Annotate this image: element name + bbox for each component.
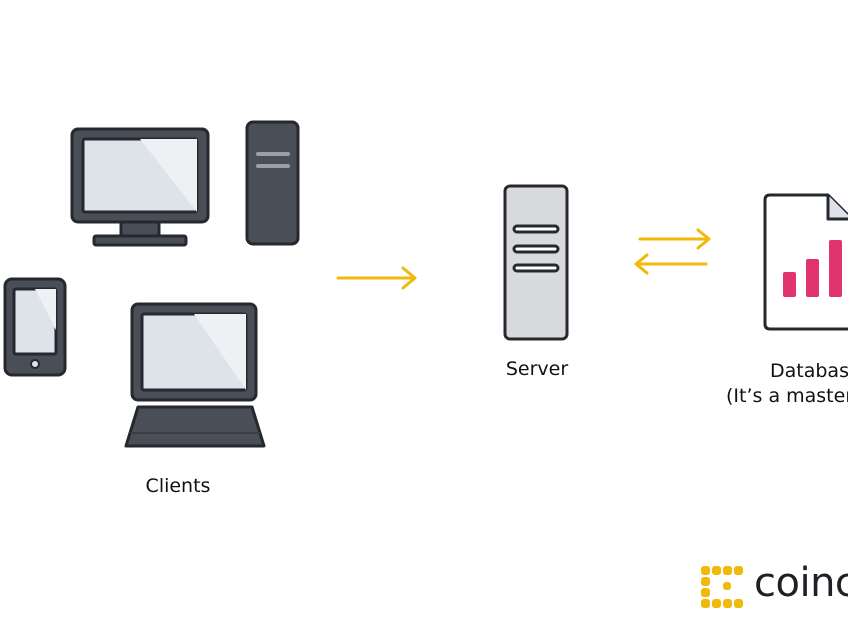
server-label: Server <box>505 358 569 380</box>
arrow-server-to-database <box>638 228 711 250</box>
clients-label: Clients <box>145 475 211 497</box>
server-icon <box>503 184 569 341</box>
brand-wordmark: coinc <box>754 560 848 606</box>
database-label: Databas <box>770 360 848 382</box>
desktop-monitor-icon <box>70 127 210 247</box>
database-sublabel: (It’s a master <box>726 385 848 407</box>
arrow-clients-to-server <box>336 266 417 290</box>
phone-icon <box>3 277 67 377</box>
laptop-icon <box>124 302 266 448</box>
brand-logo-icon <box>701 566 743 608</box>
arrow-database-to-server <box>634 253 708 275</box>
database-document-icon <box>763 193 848 331</box>
tower-pc-icon <box>245 120 300 246</box>
